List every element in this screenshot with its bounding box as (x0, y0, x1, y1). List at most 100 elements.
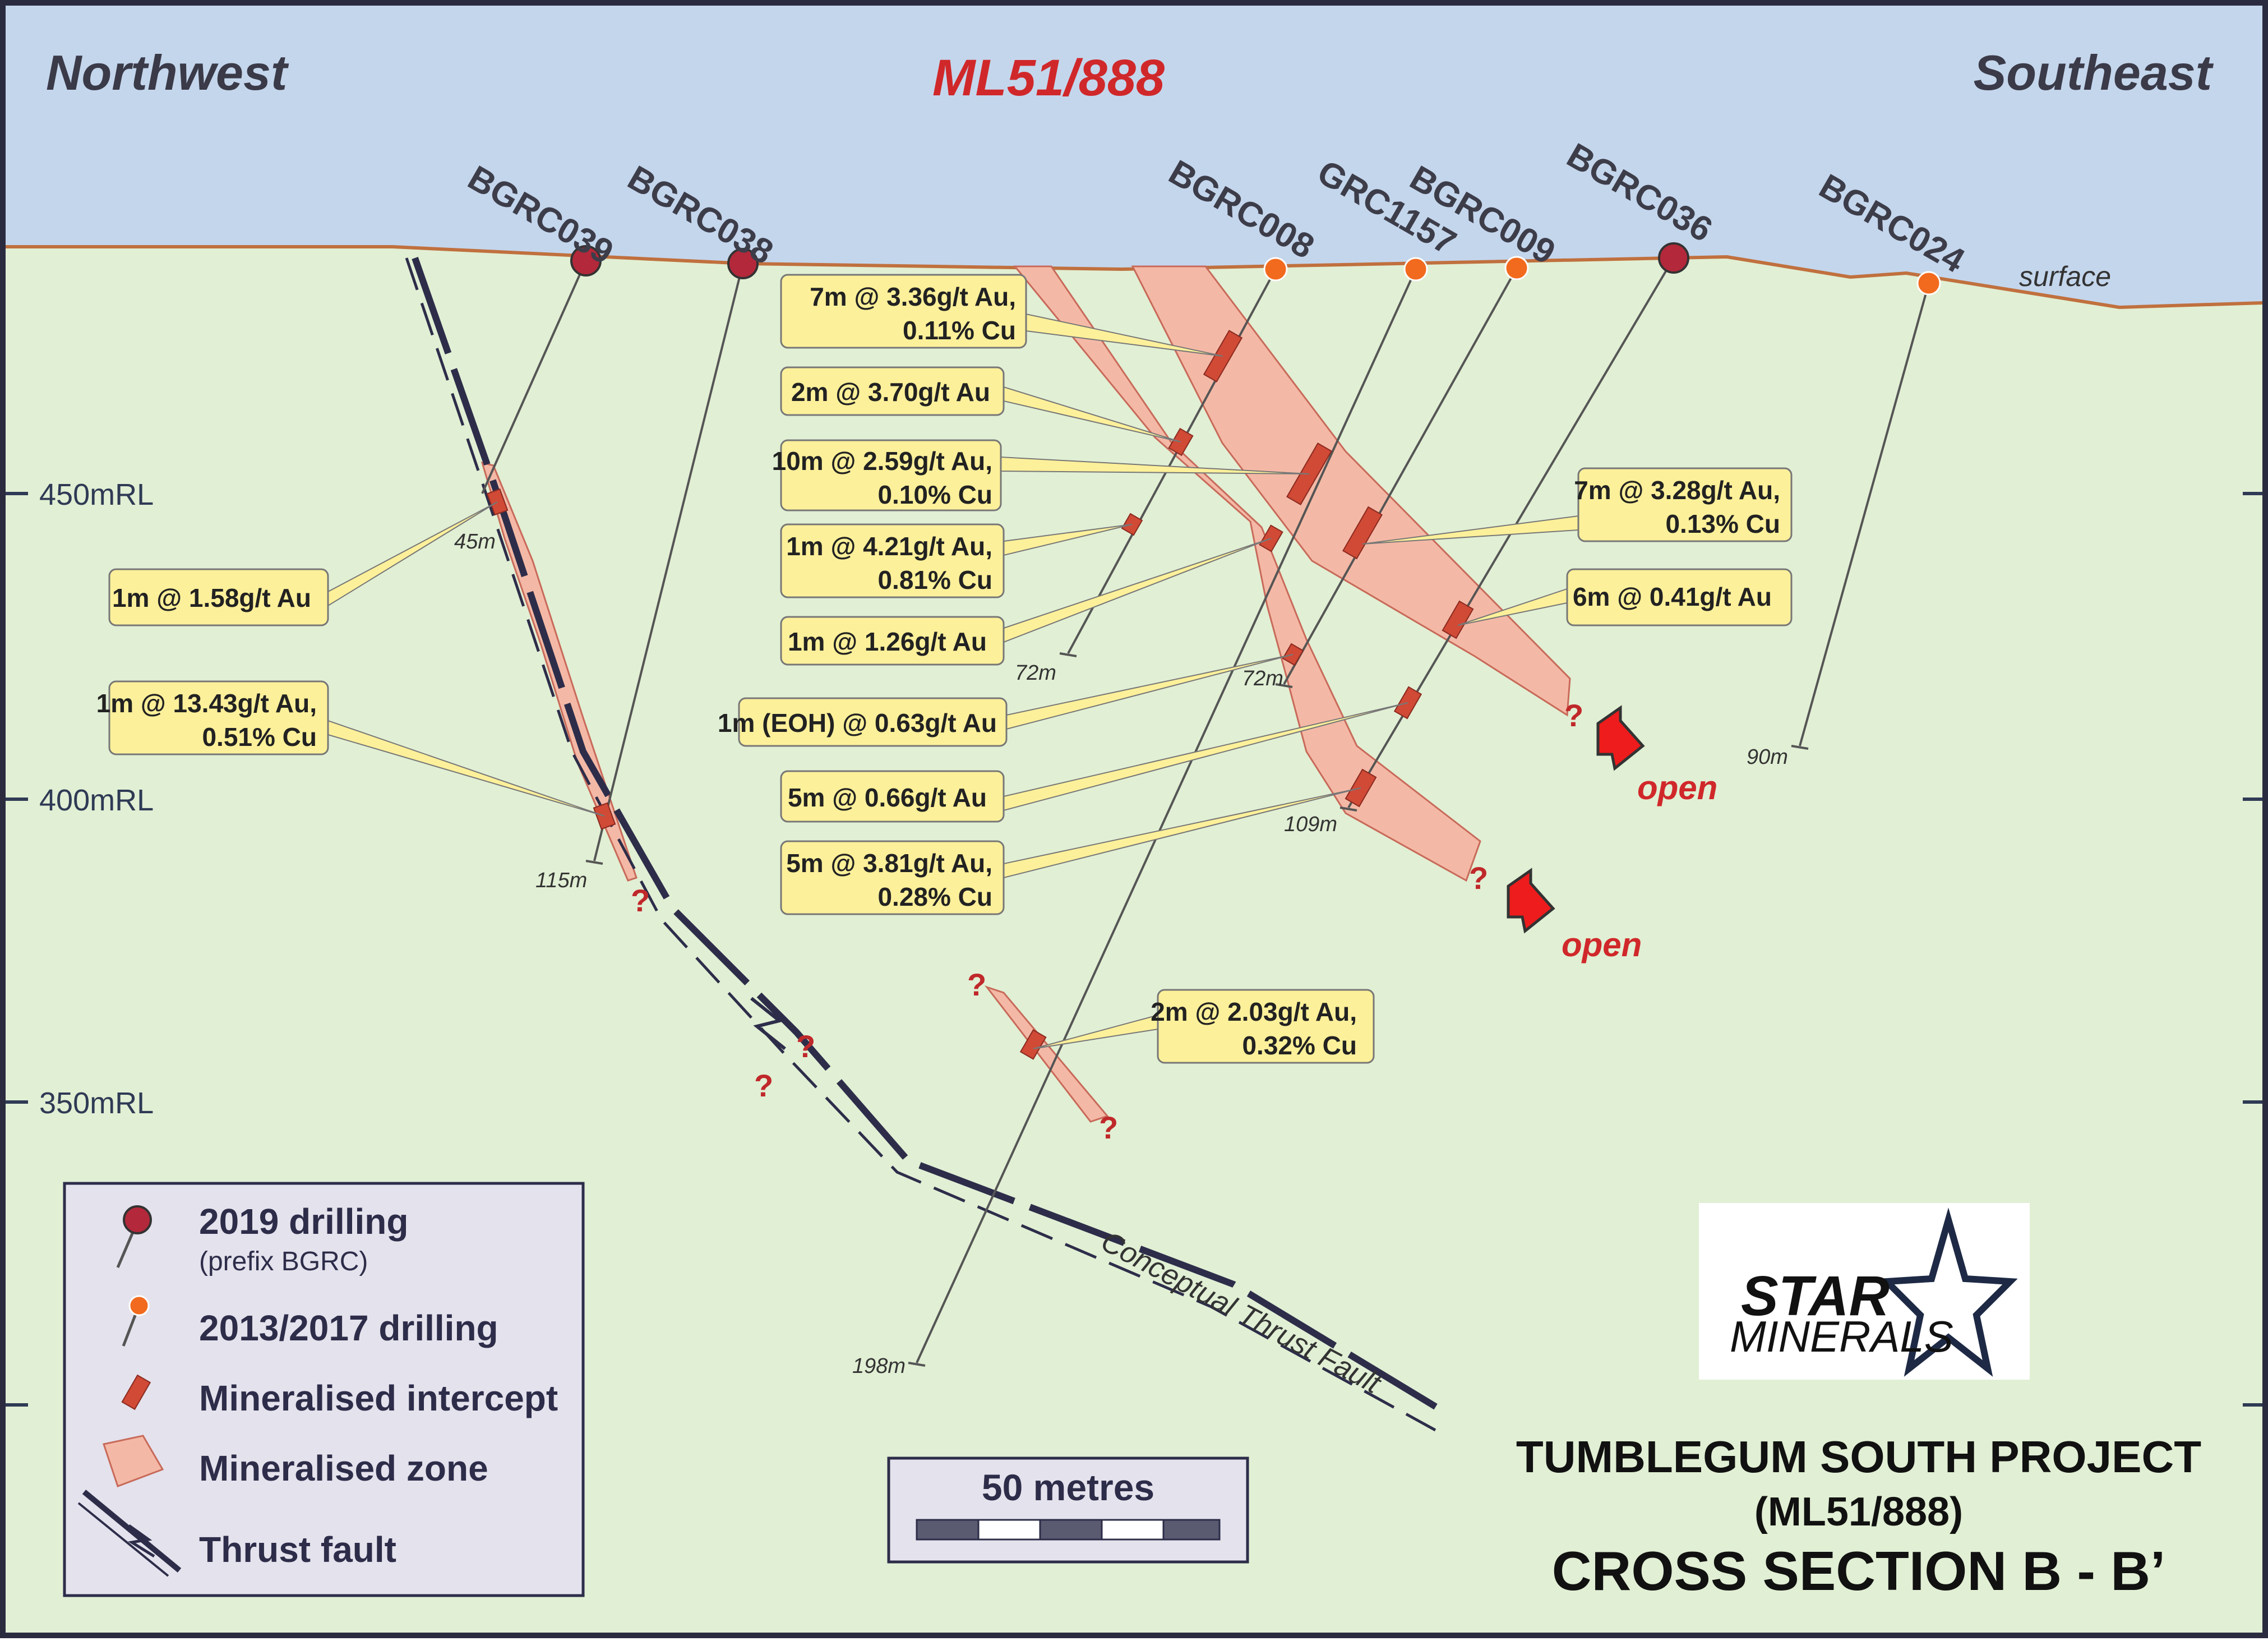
question-mark: ? (1469, 860, 1488, 896)
callout-text: 1m @ 13.43g/t Au, (96, 689, 317, 718)
callout-text: 2m @ 3.70g/t Au (791, 377, 990, 407)
callout-text: 1m @ 4.21g/t Au, (786, 532, 992, 561)
question-mark: ? (967, 967, 986, 1002)
mineralised-zone-middle (1013, 265, 1481, 882)
intercept-icon (121, 1374, 151, 1410)
sky-area (6, 6, 2262, 307)
depth-label: 198m (852, 1354, 906, 1378)
star-minerals-logo: STAR MINERALS (1699, 1203, 2030, 1380)
drill-2019-icon (123, 1205, 152, 1234)
question-mark: ? (754, 1068, 773, 1103)
callout-box (1566, 568, 1793, 626)
open-arrow-icon (1507, 868, 1555, 934)
callout-text: 5m @ 3.81g/t Au, (786, 849, 992, 878)
callout-box (1157, 989, 1375, 1064)
title-project: TUMBLEGUM SOUTH PROJECT (1516, 1432, 2201, 1482)
depth-label: 45m (454, 530, 496, 554)
callout-box (780, 439, 1002, 511)
callout-text: 0.11% Cu (903, 316, 1016, 345)
trace-bgrc024 (1799, 283, 1930, 746)
star-icon (1879, 1207, 2018, 1377)
legend-2013: 2013/2017 drilling (199, 1308, 498, 1348)
rl-axis (6, 492, 2262, 1407)
callout-text: 2m @ 2.03g/t Au, (1151, 997, 1357, 1026)
scale-label: 50 metres (982, 1467, 1154, 1508)
callout-text: 5m @ 0.66g/t Au (788, 783, 987, 812)
question-mark: ? (796, 1029, 815, 1064)
callout-text: 10m @ 2.59g/t Au, (772, 446, 992, 476)
legend-prefix: (prefix BGRC) (199, 1247, 368, 1276)
trace-bgrc008 (1067, 269, 1277, 654)
title-lease: (ML51/888) (1754, 1490, 1963, 1534)
callout-box (780, 274, 1027, 349)
collar-2013 (1504, 256, 1529, 280)
thrust-icon (77, 1490, 182, 1577)
callout-box (780, 523, 1005, 598)
callout-text: 1m (EOH) @ 0.63g/t Au (718, 708, 997, 737)
zone-icon (103, 1435, 164, 1487)
open-label: open (1562, 926, 1642, 964)
open-arrow-icon (1596, 705, 1645, 771)
hole-end-ticks (585, 652, 1809, 1367)
rl-label-350: 350mRL (39, 1086, 154, 1120)
logo-minerals-text: MINERALS (1730, 1312, 1953, 1361)
collar-2013 (1403, 257, 1428, 282)
question-mark: ? (631, 883, 650, 918)
collar-2019 (570, 245, 602, 276)
trace-bgrc038 (593, 263, 744, 861)
rl-label-400: 400mRL (39, 783, 154, 817)
thrust-fault-upper (412, 257, 1449, 1417)
callout-box (780, 840, 1005, 915)
drill-collars (570, 242, 1941, 296)
scale-bar: 50 metres (887, 1456, 1249, 1564)
callout-box (780, 366, 1005, 416)
collar-2013 (1263, 257, 1288, 282)
trace-bgrc039 (481, 260, 587, 494)
open-arrow-upper (1596, 705, 1645, 771)
callout-text: 0.32% Cu (1242, 1031, 1357, 1060)
open-label: open (1637, 769, 1717, 806)
legend-box (63, 1182, 585, 1597)
direction-northwest: Northwest (46, 45, 289, 100)
legend-2019: 2019 drilling (199, 1201, 408, 1242)
callout-box (108, 680, 329, 755)
collar-2019 (1658, 242, 1689, 274)
depth-label: 72m (1015, 661, 1056, 685)
legend-intercept: Mineralised intercept (199, 1378, 558, 1418)
collar-2013 (1916, 271, 1941, 296)
open-arrow-lower (1507, 868, 1555, 934)
thrust-arrow-symbol (750, 997, 786, 1050)
callout-box (780, 770, 1005, 823)
surface-label: surface (2019, 261, 2111, 292)
callout-text: 7m @ 3.36g/t Au, (810, 282, 1016, 311)
callouts: 7m @ 3.36g/t Au, 0.11% Cu 2m @ 3.70g/t A… (96, 274, 1793, 1064)
callout-text: 6m @ 0.41g/t Au (1573, 582, 1772, 611)
depth-label: 109m (1284, 813, 1337, 836)
rl-label-450: 450mRL (39, 478, 154, 511)
depth-label: 115m (535, 869, 587, 892)
callout-text: 0.51% Cu (202, 722, 317, 752)
question-mark: ? (1564, 698, 1583, 733)
trace-bgrc009 (1283, 268, 1518, 685)
lease-label: ML51/888 (932, 49, 1165, 107)
logo-star-text: STAR (1741, 1265, 1890, 1327)
title-section: CROSS SECTION B - B’ (1552, 1540, 2165, 1602)
drill-2013-icon (128, 1295, 150, 1316)
callout-text: 1m @ 1.58g/t Au (112, 583, 311, 612)
callout-text: 0.28% Cu (877, 882, 992, 911)
logo-box (1699, 1203, 2030, 1380)
question-mark: ? (1099, 1110, 1118, 1145)
callout-box (1577, 467, 1793, 542)
thrust-fault-lower (405, 257, 1436, 1432)
callout-text: 0.10% Cu (877, 480, 992, 509)
legend-zone: Mineralised zone (199, 1448, 488, 1488)
callout-box (780, 616, 1005, 666)
callout-box (108, 568, 329, 626)
callout-text: 1m @ 1.26g/t Au (788, 627, 987, 656)
depth-label: 72m (1242, 667, 1283, 690)
depth-label: 90m (1747, 745, 1788, 769)
trace-grc1157 (916, 269, 1417, 1363)
callout-text: 0.81% Cu (877, 565, 992, 594)
